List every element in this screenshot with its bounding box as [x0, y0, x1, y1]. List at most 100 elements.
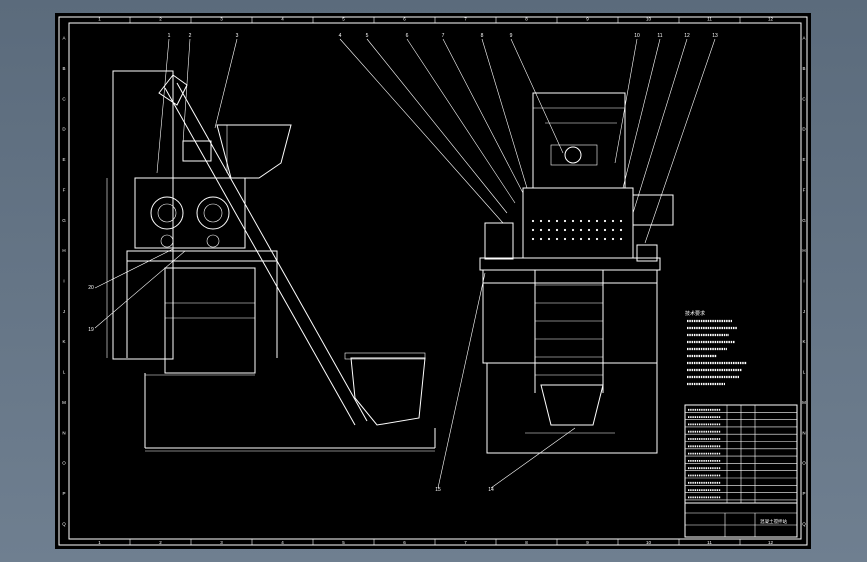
balloon-label: 4 [339, 33, 342, 39]
frame-column-label: 3 [220, 17, 223, 22]
front-platform [479, 257, 661, 271]
front-gear-wheel [564, 146, 582, 164]
frame-column-label: 12 [768, 17, 774, 22]
side-ground-skip [350, 357, 426, 426]
frame-column-label: 9 [586, 540, 589, 545]
frame-row-label: A [62, 36, 65, 41]
balloon-label: 5 [366, 33, 369, 39]
frame-column-label: 5 [342, 540, 345, 545]
balloon-label: 19 [88, 327, 94, 333]
balloon-label: 2 [189, 33, 192, 39]
frame-column-label: 7 [464, 540, 467, 545]
frame-row-label: E [802, 157, 805, 162]
balloon-label: 14 [488, 487, 494, 493]
side-mixer-housing [134, 177, 246, 249]
side-upper-hopper [216, 124, 292, 179]
frame-row-label: N [62, 430, 65, 435]
frame-row-label: B [62, 66, 65, 71]
frame-row-label: A [802, 36, 805, 41]
side-balloon-leaders [94, 38, 238, 329]
frame-row-label: O [802, 461, 806, 466]
frame-row-label: F [63, 187, 66, 192]
balloon-label: 3 [236, 33, 239, 39]
frame-column-label: 1 [98, 17, 101, 22]
frame-row-label: M [62, 400, 66, 405]
frame-row-label: B [802, 66, 805, 71]
side-motor [182, 140, 212, 162]
front-top-drive [532, 92, 626, 189]
side-lower-bin [164, 267, 256, 374]
front-side-box [632, 194, 674, 226]
balloon-label: 13 [712, 33, 718, 39]
frame-row-label: H [62, 248, 65, 253]
technical-notes: 技术要求 [685, 310, 747, 386]
balloon-label: 10 [634, 33, 640, 39]
frame-row-label: P [62, 491, 65, 496]
notes-body-lines [687, 319, 747, 386]
frame-row-label: L [63, 370, 66, 375]
title-block: 混凝土搅拌站 [684, 502, 798, 538]
balloon-label: 9 [510, 33, 513, 39]
frame-row-label: G [802, 218, 806, 223]
frame-column-label: 6 [403, 17, 406, 22]
frame-row-label: N [802, 430, 805, 435]
frame-row-label: F [803, 187, 806, 192]
frame-row-label: L [803, 370, 806, 375]
front-elevation-view [479, 92, 674, 454]
frame-column-label: 12 [768, 540, 774, 545]
front-balloon-leaders [339, 38, 716, 489]
side-mixer-drum-right [196, 196, 230, 230]
frame-column-label: 5 [342, 17, 345, 22]
frame-column-label: 8 [525, 540, 528, 545]
front-ladder-rungs [535, 284, 603, 376]
front-mixer-hole-grid [531, 219, 623, 241]
frame-row-label: G [62, 218, 66, 223]
balloon-label: 7 [442, 33, 445, 39]
side-elevation-view [106, 70, 436, 452]
front-lower-frame [482, 282, 658, 364]
balloon-label: 6 [406, 33, 409, 39]
frame-column-label: 4 [281, 540, 284, 545]
frame-row-label: J [63, 309, 65, 314]
frame-row-label: K [802, 339, 805, 344]
frame-column-label: 11 [707, 540, 712, 545]
frame-row-label: C [802, 96, 806, 101]
frame-column-label: 7 [464, 17, 467, 22]
front-motor-left [484, 222, 514, 260]
frame-row-label: I [803, 279, 804, 284]
outer-frame [58, 16, 808, 546]
front-mixer-body [522, 187, 634, 259]
frame-column-label: 11 [707, 17, 712, 22]
frame-row-label: O [62, 461, 66, 466]
frame-column-label: 2 [159, 540, 162, 545]
frame-column-label: 3 [220, 540, 223, 545]
frame-row-label: H [802, 248, 805, 253]
frame-row-label: D [62, 127, 66, 132]
balloon-label: 1 [168, 33, 171, 39]
parts-list-table [684, 404, 798, 504]
side-mixer-drum-left [150, 196, 184, 230]
balloon-label: 11 [657, 33, 662, 39]
frame-column-label: 10 [646, 540, 652, 545]
frame-row-label: Q [802, 521, 806, 526]
balloon-label: 15 [435, 487, 441, 493]
frame-column-label: 6 [403, 540, 406, 545]
side-silo-outline [112, 70, 174, 360]
balloon-label: 12 [684, 33, 690, 39]
frame-column-label: 4 [281, 17, 284, 22]
title-block-name: 混凝土搅拌站 [760, 518, 787, 525]
frame-column-label: 2 [159, 17, 162, 22]
front-bottom-pit [486, 362, 658, 454]
frame-row-label: K [62, 339, 65, 344]
frame-column-label: 10 [646, 17, 652, 22]
frame-column-label: 1 [98, 540, 101, 545]
frame-row-label: P [802, 491, 805, 496]
frame-row-label: E [62, 157, 65, 162]
front-balloon-labels: 4 5 6 7 8 9 10 11 12 13 15 14 [339, 33, 718, 493]
balloon-label: 8 [481, 33, 484, 39]
frame-row-label: J [803, 309, 805, 314]
